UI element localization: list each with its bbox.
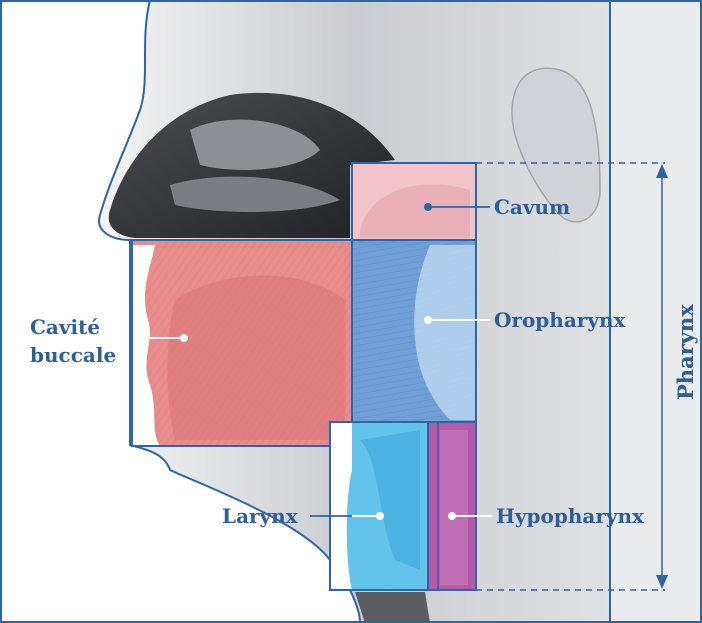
cavum-dot <box>424 203 432 211</box>
label-cavum: Cavum <box>494 195 570 219</box>
hypopharynx-dot <box>448 512 456 520</box>
label-cavite-line1: Cavité <box>30 315 100 339</box>
larynx-dot <box>376 512 384 520</box>
trachea <box>355 592 430 623</box>
cavite-dot <box>180 334 188 342</box>
hypopharynx-stripe <box>440 430 468 585</box>
label-hypopharynx: Hypopharynx <box>496 504 645 528</box>
label-oropharynx: Oropharynx <box>494 308 626 332</box>
label-cavite-line2: buccale <box>30 343 116 367</box>
label-pharynx: Pharynx <box>673 304 698 400</box>
label-larynx: Larynx <box>222 504 299 528</box>
tongue-shape <box>168 276 346 440</box>
oropharynx-dot <box>424 316 432 324</box>
